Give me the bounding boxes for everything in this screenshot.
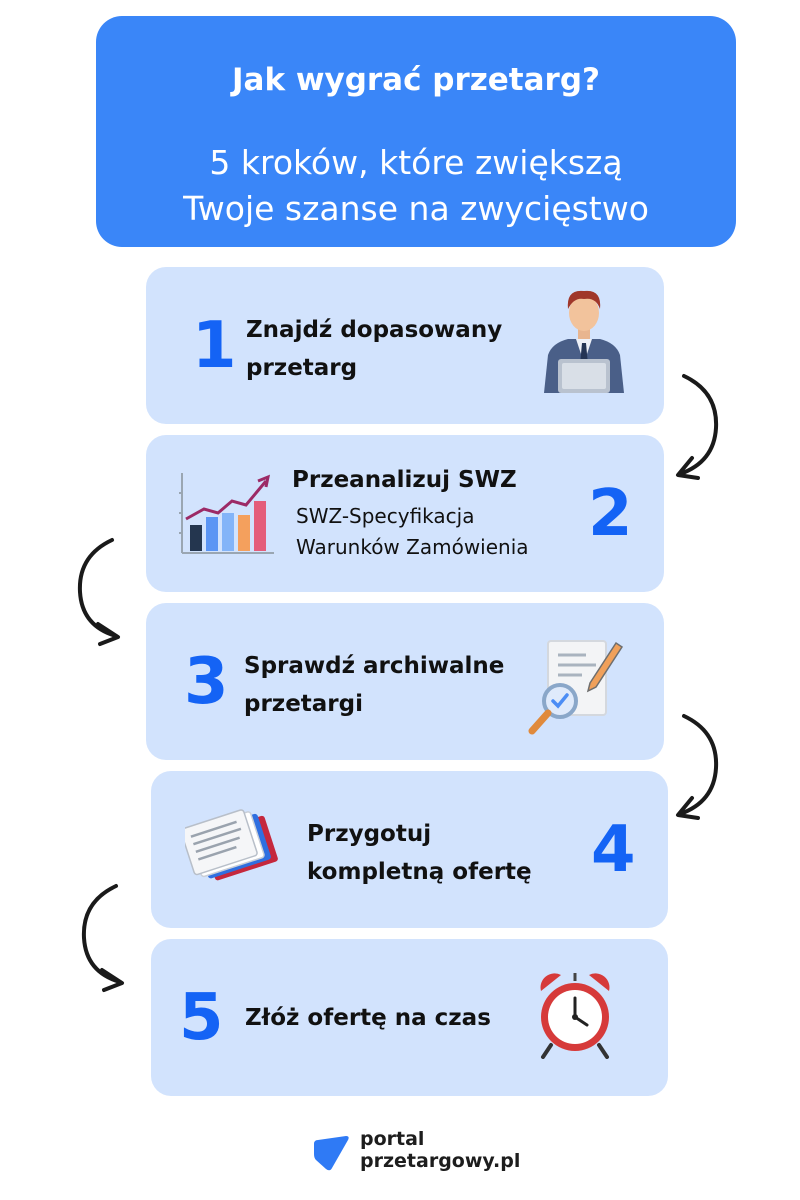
documents-stack-icon bbox=[185, 809, 278, 881]
brand-logo[interactable]: portal przetargowy.pl bbox=[312, 1128, 520, 1176]
logo-line-1: portal bbox=[360, 1128, 425, 1150]
step-card-3: 3 Sprawdź archiwalne przetargi bbox=[146, 603, 664, 760]
document-magnifier-icon bbox=[528, 640, 624, 735]
step-title-line: Przygotuj bbox=[307, 821, 432, 847]
page-subtitle: 5 kroków, które zwiększą Twoje szanse na… bbox=[96, 140, 736, 232]
step-number: 5 bbox=[179, 981, 224, 1055]
flow-arrow-icon bbox=[676, 374, 719, 480]
step-title: Przeanalizuj SWZ bbox=[292, 467, 517, 493]
logo-line-2: przetargowy.pl bbox=[360, 1150, 521, 1172]
step-title-line: kompletną ofertę bbox=[307, 859, 532, 885]
step-subtitle: SWZ-Specyfikacja Warunków Zamówienia bbox=[296, 501, 529, 563]
flow-arrow-icon bbox=[676, 714, 719, 820]
step-card-4: Przygotuj kompletną ofertę 4 bbox=[151, 771, 668, 928]
step-card-5: 5 Złóż ofertę na czas bbox=[151, 939, 668, 1096]
flow-arrow-icon bbox=[81, 884, 124, 992]
logo-text: portal przetargowy.pl bbox=[360, 1128, 520, 1172]
step-title-line: Sprawdź archiwalne bbox=[244, 653, 505, 679]
step-card-1: 1 Znajdź dopasowany przetarg bbox=[146, 267, 664, 424]
subtitle-line-1: 5 kroków, które zwiększą bbox=[209, 143, 623, 182]
step-card-2: Przeanalizuj SWZ SWZ-Specyfikacja Warunk… bbox=[146, 435, 664, 592]
step-title: Przygotuj kompletną ofertę bbox=[307, 815, 532, 891]
step-number: 1 bbox=[192, 309, 237, 383]
step-title-line: przetargi bbox=[244, 691, 363, 717]
flow-arrow-icon bbox=[77, 538, 120, 646]
portal-logo-icon bbox=[314, 1136, 349, 1171]
header-banner: Jak wygrać przetarg? 5 kroków, które zwi… bbox=[96, 16, 736, 247]
step-title-line: Znajdź dopasowany bbox=[246, 317, 503, 343]
step-title: Znajdź dopasowany przetarg bbox=[246, 311, 502, 387]
step-subtitle-line: Warunków Zamówienia bbox=[296, 535, 529, 559]
subtitle-line-2: Twoje szanse na zwycięstwo bbox=[183, 189, 649, 228]
step-subtitle-line: SWZ-Specyfikacja bbox=[296, 504, 475, 528]
step-title: Sprawdź archiwalne przetargi bbox=[244, 647, 504, 723]
step-number: 2 bbox=[588, 477, 633, 551]
person-laptop-icon bbox=[544, 290, 624, 393]
step-number: 3 bbox=[184, 645, 229, 719]
alarm-clock-icon bbox=[540, 973, 610, 1059]
step-number: 4 bbox=[591, 813, 636, 887]
page-title: Jak wygrać przetarg? bbox=[231, 62, 601, 98]
step-title-line: przetarg bbox=[246, 355, 358, 381]
step-title: Złóż ofertę na czas bbox=[245, 1005, 491, 1031]
growth-chart-icon bbox=[179, 473, 274, 554]
